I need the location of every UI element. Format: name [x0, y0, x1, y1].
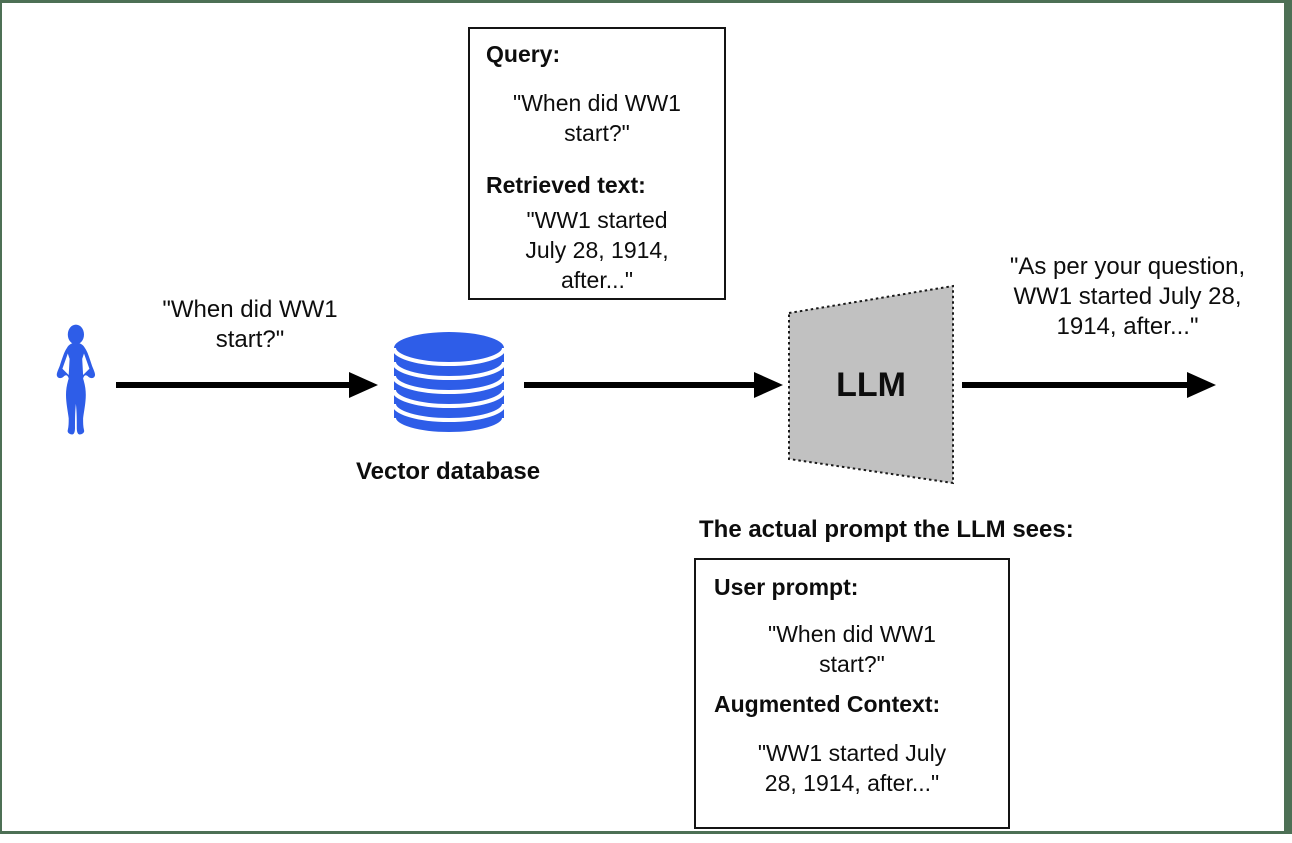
query-label: Query: [486, 41, 561, 67]
llm-output-text: "As per your question, WW1 started July … [1009, 253, 1246, 340]
trapezoid-llm-shape [788, 284, 954, 485]
llm-label: LLM [836, 366, 906, 404]
retrieved-text-label: Retrieved text: [486, 172, 646, 198]
augmented-context-text: "WW1 started July 28, 1914, after..." [757, 740, 947, 796]
augmented-context-label: Augmented Context: [714, 691, 941, 717]
arrow-user-to-db [116, 382, 352, 388]
retrieval-box: Query: "When did WW1 start?" Retrieved t… [468, 27, 726, 300]
vector-database-label: Vector database [355, 458, 541, 485]
arrow-db-to-llm-head [754, 372, 783, 398]
prompt-box: User prompt: "When did WW1 start?" Augme… [694, 558, 1010, 829]
prompt-heading: The actual prompt the LLM sees: [699, 516, 1074, 543]
person-icon [56, 324, 96, 435]
database-icon [394, 332, 504, 435]
user-prompt-text: "When did WW1 start?" [768, 621, 936, 677]
arrow-user-to-db-head [349, 372, 378, 398]
user-query-text: "When did WW1 start?" [162, 296, 338, 353]
arrow-llm-to-output [962, 382, 1190, 388]
retrieved-text: "WW1 started July 28, 1914, after..." [525, 207, 669, 293]
query-text: "When did WW1 start?" [513, 90, 681, 146]
arrow-llm-to-output-head [1187, 372, 1216, 398]
user-prompt-label: User prompt: [714, 574, 859, 600]
arrow-db-to-llm [524, 382, 757, 388]
